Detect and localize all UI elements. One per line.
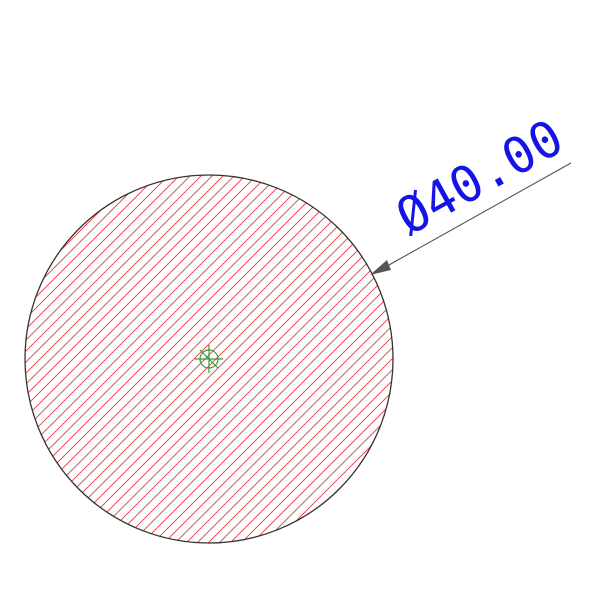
hatch-line xyxy=(25,175,118,543)
hatch-line xyxy=(25,175,360,543)
hatch-line xyxy=(25,175,195,543)
hatch-line xyxy=(25,175,272,543)
hatch-line xyxy=(25,175,217,543)
hatch-line xyxy=(25,175,294,543)
hatch-line xyxy=(25,175,228,543)
hatch-line xyxy=(149,175,393,543)
dimension-arrowhead-icon xyxy=(370,260,391,275)
hatch-line xyxy=(25,175,305,543)
hatch-line xyxy=(61,175,393,543)
hatch-line xyxy=(25,175,316,543)
dimension-leader-line xyxy=(379,162,572,271)
hatch-line xyxy=(171,175,393,543)
hatch-line xyxy=(25,175,140,543)
hatch-line xyxy=(105,175,393,543)
hatch-line xyxy=(25,175,338,543)
hatch-line xyxy=(72,175,393,543)
hatch-line xyxy=(226,175,393,543)
hatch-line xyxy=(39,175,393,543)
hatch-line xyxy=(25,175,349,543)
hatch-line xyxy=(25,175,173,543)
hatch-line xyxy=(25,175,162,543)
hatch-line xyxy=(182,175,393,543)
hatch-line xyxy=(25,175,96,543)
hatch-fill xyxy=(25,175,393,543)
hatch-line xyxy=(215,175,393,543)
hatch-line xyxy=(25,175,85,543)
hatch-line xyxy=(25,175,327,543)
hatch-line xyxy=(25,175,239,543)
hatch-line xyxy=(160,175,393,543)
hatch-line xyxy=(25,175,184,543)
hatch-line xyxy=(193,175,393,543)
hatch-line xyxy=(94,175,393,543)
hatch-line xyxy=(237,175,393,543)
center-mark-icon xyxy=(195,345,223,373)
hatch-line xyxy=(25,175,371,543)
hatch-line xyxy=(138,175,393,543)
hatch-line xyxy=(83,175,393,543)
hatch-line xyxy=(25,175,206,543)
hatch-line xyxy=(25,175,107,543)
hatch-line xyxy=(25,175,41,543)
hatch-line xyxy=(25,175,382,543)
hatch-line xyxy=(25,175,261,543)
hatch-line xyxy=(116,175,393,543)
diameter-dimension[interactable]: Ø40.00 xyxy=(370,108,573,275)
hatch-line xyxy=(25,175,283,543)
hatch-line xyxy=(127,175,393,543)
circle-outline[interactable] xyxy=(24,174,394,544)
hatch-line xyxy=(28,175,393,543)
hatch-line xyxy=(204,175,393,543)
hatch-line xyxy=(25,175,250,543)
hatch-line xyxy=(25,175,63,543)
hatch-line xyxy=(50,175,393,543)
